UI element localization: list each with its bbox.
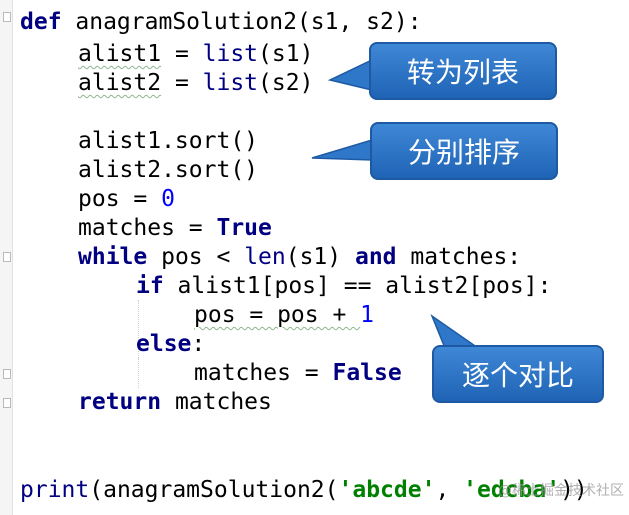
code-line-8[interactable]: while pos < len(s1) and matches: <box>78 243 521 272</box>
code-line-9[interactable]: if alist1[pos] == alist2[pos]: <box>136 272 551 301</box>
code-line-2[interactable]: alist1 = list(s1) <box>78 40 313 69</box>
fold-marker-icon[interactable] <box>3 252 11 262</box>
callout-pointer <box>311 138 373 161</box>
code-line-10[interactable]: pos = pos + 1 <box>194 301 374 330</box>
keyword: and <box>354 244 397 270</box>
string-literal: 'edcba' <box>463 477 561 503</box>
code-text: pos = pos + <box>194 302 361 328</box>
keyword: while <box>78 244 148 270</box>
code-text: pos = <box>78 186 162 212</box>
callout-sort: 分别排序 <box>370 122 558 180</box>
code-text: (s1) <box>258 41 314 67</box>
callout-pointer <box>327 58 373 91</box>
keyword: else <box>136 331 192 357</box>
code-text: alist2.sort() <box>78 157 259 183</box>
fold-marker-icon[interactable] <box>3 12 11 22</box>
number-literal: 1 <box>360 302 375 328</box>
code-line-13[interactable]: return matches <box>78 388 272 417</box>
code-text: = <box>161 70 203 96</box>
code-line-1[interactable]: def anagramSolution2(s1, s2): <box>20 8 422 37</box>
callout-convert-to-list: 转为列表 <box>369 42 557 100</box>
builtin: len <box>244 244 286 270</box>
code-text: matches <box>161 389 272 415</box>
code-text: matches = <box>194 360 333 386</box>
number-literal: 0 <box>161 186 175 212</box>
code-text: alist1[pos] == alist2[pos]: <box>163 273 552 299</box>
code-line-7[interactable]: matches = True <box>78 214 272 243</box>
string-literal: 'abcde' <box>338 477 436 503</box>
builtin: list <box>202 41 259 67</box>
fold-marker-icon[interactable] <box>3 398 11 408</box>
code-text: (s1) <box>285 244 355 270</box>
variable: alist1 <box>78 41 162 67</box>
keyword: False <box>332 360 402 386</box>
builtin: list <box>202 70 259 96</box>
indent-guide <box>138 300 139 358</box>
fold-marker-icon[interactable] <box>3 369 11 379</box>
callout-compare: 逐个对比 <box>432 345 604 403</box>
code-text: = <box>161 41 203 67</box>
code-line-12[interactable]: matches = False <box>194 359 402 388</box>
code-line-6[interactable]: pos = 0 <box>78 185 175 214</box>
code-text: (s2) <box>258 70 314 96</box>
code-text: matches = <box>78 215 217 241</box>
keyword: return <box>78 389 162 415</box>
keyword: True <box>216 215 272 241</box>
code-text: alist1.sort() <box>78 128 259 154</box>
code-line-11[interactable]: else: <box>136 330 205 359</box>
watermark: @稀土掘金技术社区 <box>498 483 624 499</box>
indent-guide <box>138 358 139 388</box>
code-text: (anagramSolution2( <box>89 477 339 503</box>
keyword: def <box>20 9 62 35</box>
code-line-5[interactable]: alist2.sort() <box>78 156 258 185</box>
callout-label: 转为列表 <box>406 56 519 89</box>
code-text: matches: <box>396 244 522 270</box>
keyword: if <box>136 273 164 299</box>
callout-label: 逐个对比 <box>461 359 574 392</box>
code-text: anagramSolution2(s1, s2): <box>61 9 422 35</box>
code-text: )) <box>560 477 588 503</box>
code-text: pos < <box>147 244 245 270</box>
variable: alist2 <box>78 70 162 96</box>
builtin: print <box>20 477 90 503</box>
callout-label: 分别排序 <box>407 136 520 169</box>
code-text: : <box>191 331 206 357</box>
code-text: , <box>435 477 464 503</box>
code-line-3[interactable]: alist2 = list(s2) <box>78 69 313 98</box>
callout-pointer <box>430 313 481 349</box>
code-line-14[interactable]: print(anagramSolution2('abcde', 'edcba')… <box>20 476 588 505</box>
code-line-4[interactable]: alist1.sort() <box>78 127 258 156</box>
